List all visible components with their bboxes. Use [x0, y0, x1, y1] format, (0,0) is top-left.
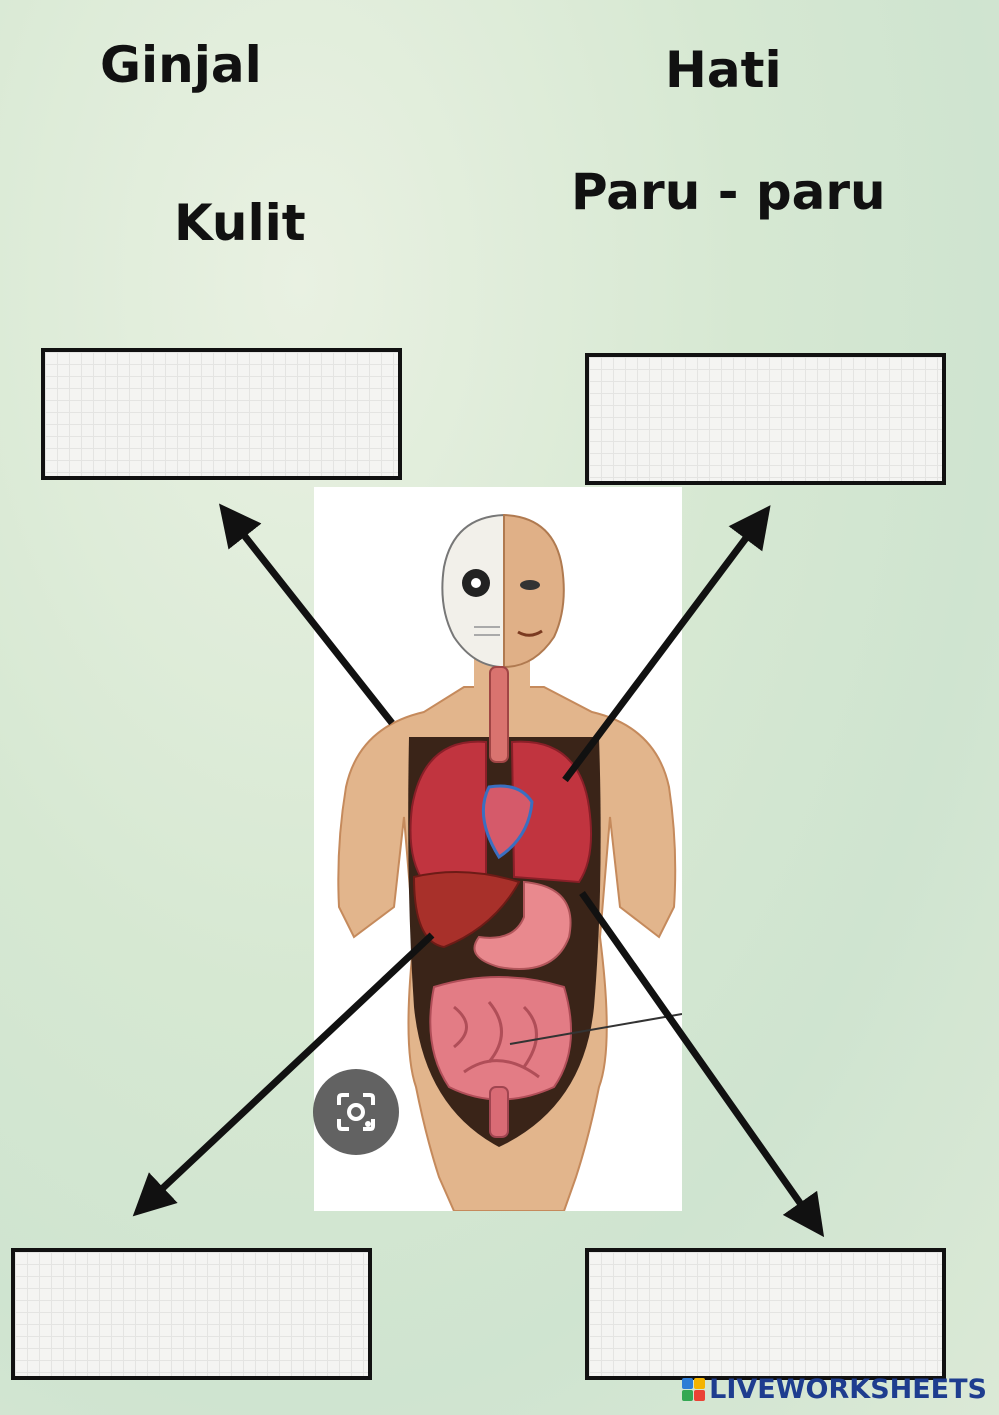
answer-box-top-left[interactable]	[41, 348, 402, 480]
word-kulit[interactable]: Kulit	[174, 194, 306, 252]
answer-box-bottom-right[interactable]	[585, 1248, 946, 1380]
liveworksheets-logo-icon	[682, 1378, 706, 1401]
word-ginjal[interactable]: Ginjal	[100, 36, 262, 94]
word-paru[interactable]: Paru - paru	[571, 163, 886, 221]
liveworksheets-logo: LIVEWORKSHEETS	[682, 1374, 987, 1405]
answer-box-bottom-left[interactable]	[11, 1248, 372, 1380]
answer-box-top-right[interactable]	[585, 353, 946, 485]
word-hati[interactable]: Hati	[665, 41, 782, 99]
google-lens-icon[interactable]	[313, 1069, 399, 1155]
brand-name: LIVEWORKSHEETS	[709, 1374, 987, 1405]
